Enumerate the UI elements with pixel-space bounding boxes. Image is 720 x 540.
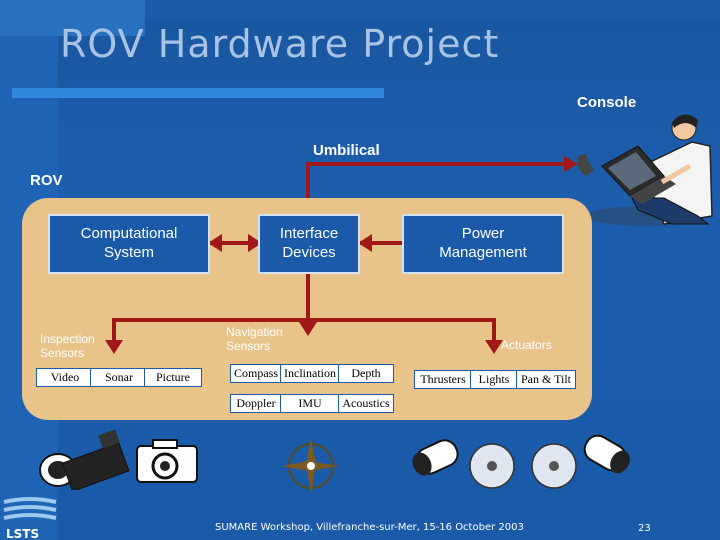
umbilical-label: Umbilical (313, 142, 380, 159)
umbilical-horizontal (306, 162, 568, 166)
arrow-right-icon (248, 234, 262, 252)
inspection-item-picture: Picture (144, 368, 202, 387)
connector-right (360, 241, 402, 245)
inspection-item-sonar: Sonar (90, 368, 148, 387)
corner-block (0, 0, 145, 36)
inspection-drop (112, 318, 116, 346)
header-band (145, 0, 720, 20)
nav-item-acoustics: Acoustics (338, 394, 394, 413)
nav-item-inclination: Inclination (280, 364, 340, 383)
interface-devices-box: Interface Devices (258, 214, 360, 274)
power-management-box: Power Management (402, 214, 564, 274)
arrow-down-icon (485, 340, 503, 354)
video-camera-icon (39, 429, 130, 490)
propeller-lights-icon (469, 443, 577, 489)
actuator-item-thrusters: Thrusters (414, 370, 472, 389)
nav-item-compass: Compass (230, 364, 282, 383)
arrow-left-icon (208, 234, 222, 252)
photo-camera-icon (136, 439, 198, 483)
lsts-logo: LSTS (3, 497, 57, 540)
actuators-drop (492, 318, 496, 346)
inspection-item-video: Video (36, 368, 94, 387)
distribution-bar (112, 318, 496, 322)
rov-label: ROV (30, 172, 63, 189)
computational-system-box: Computational System (48, 214, 210, 274)
nav-item-depth: Depth (338, 364, 394, 383)
title-underline (12, 88, 384, 98)
operator-at-laptop-icon (577, 114, 713, 226)
console-label: Console (577, 94, 637, 111)
compass-rose-icon (282, 438, 340, 494)
umbilical-vertical (306, 162, 310, 210)
inspection-sensors-label: Inspection Sensors (40, 332, 95, 361)
thruster-icon (412, 439, 459, 476)
logo-text: LSTS (6, 527, 39, 540)
arrow-down-icon (105, 340, 123, 354)
connector-left (210, 241, 260, 245)
nav-item-doppler: Doppler (230, 394, 282, 413)
interface-stem (306, 274, 310, 320)
page-number: 23 (638, 523, 651, 534)
thruster-icon (583, 434, 630, 474)
arrow-right-icon (564, 156, 578, 172)
footer-text: SUMARE Workshop, Villefranche-sur-Mer, 1… (215, 522, 524, 533)
actuator-item-pan-tilt: Pan & Tilt (516, 370, 576, 389)
actuator-item-lights: Lights (470, 370, 518, 389)
arrow-left-icon (358, 234, 372, 252)
arrow-down-icon (299, 322, 317, 336)
navigation-sensors-label: Navigation Sensors (226, 325, 283, 354)
nav-item-imu: IMU (280, 394, 340, 413)
actuators-label: Actuators (501, 338, 552, 352)
page-title: ROV Hardware Project (60, 22, 500, 66)
